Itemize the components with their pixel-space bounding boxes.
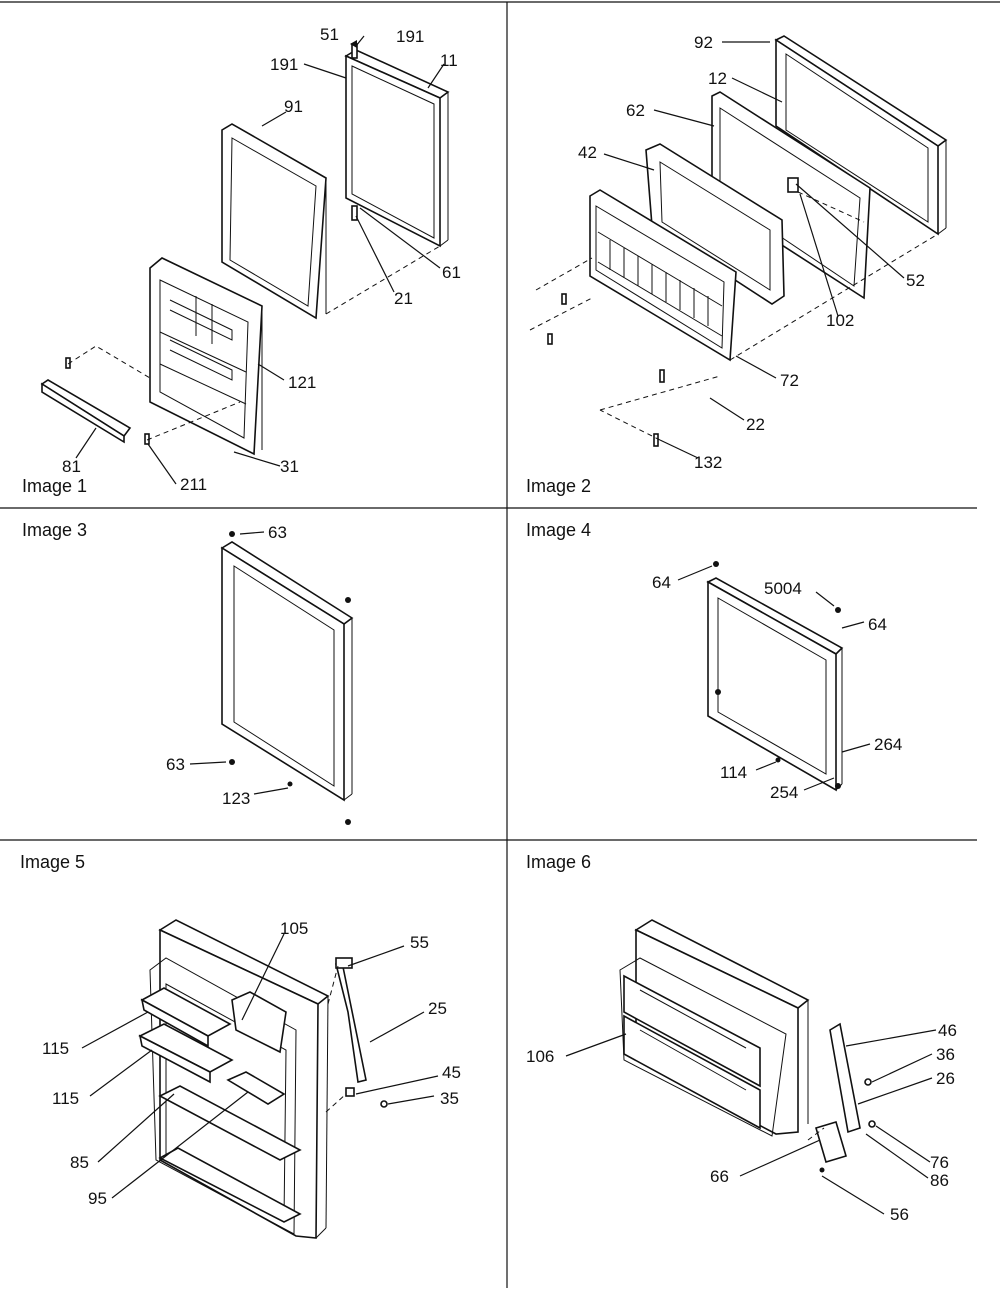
callout-label: 12 xyxy=(708,69,727,88)
callout-label: 22 xyxy=(746,415,765,434)
callout-label: 51 xyxy=(320,25,339,44)
callout-label: 52 xyxy=(906,271,925,290)
callout-label: 36 xyxy=(936,1045,955,1064)
shelf-bar-part xyxy=(40,379,132,444)
callout-label: 46 xyxy=(938,1021,957,1040)
freezer-door-part xyxy=(774,35,948,236)
callout-label: 62 xyxy=(626,101,645,120)
callout-label: 63 xyxy=(166,755,185,774)
callout-label: 105 xyxy=(280,919,308,938)
callout-label: 21 xyxy=(394,289,413,308)
freezer-frame-part xyxy=(706,577,844,792)
callout-label: 85 xyxy=(70,1153,89,1172)
callout-label: 35 xyxy=(440,1089,459,1108)
panel-2 xyxy=(529,35,948,459)
callout-label: 264 xyxy=(874,735,902,754)
callout-label: 115 xyxy=(42,1039,69,1058)
callout-label: 114 xyxy=(720,763,747,782)
panel-6-caption: Image 6 xyxy=(526,852,591,872)
callout-label: 191 xyxy=(270,55,298,74)
callout-label: 25 xyxy=(428,999,447,1018)
callout-label: 31 xyxy=(280,457,299,476)
callout-label: 45 xyxy=(442,1063,461,1082)
door-liner-part xyxy=(149,257,263,456)
callout-label: 211 xyxy=(180,475,207,494)
callout-label: 254 xyxy=(770,783,798,802)
callout-label: 42 xyxy=(578,143,597,162)
panel-4-caption: Image 4 xyxy=(526,520,591,540)
panel-1-caption: Image 1 xyxy=(22,476,87,496)
door-panel-part xyxy=(344,43,450,248)
callout-label: 55 xyxy=(410,933,429,952)
callout-label: 66 xyxy=(710,1167,729,1186)
panel-1 xyxy=(40,35,450,485)
callout-label: 11 xyxy=(440,51,458,70)
panel-3 xyxy=(189,531,354,825)
panel-5 xyxy=(81,919,439,1239)
callout-label: 106 xyxy=(526,1047,554,1066)
callout-label: 56 xyxy=(890,1205,909,1224)
callout-label: 63 xyxy=(268,523,287,542)
callout-label: 191 xyxy=(396,27,424,46)
callout-label: 115 xyxy=(52,1089,79,1108)
callout-label: 64 xyxy=(652,573,671,592)
callout-label: 102 xyxy=(826,311,854,330)
panel-5-caption: Image 5 xyxy=(20,852,85,872)
fresh-food-door-assembly-part xyxy=(138,919,330,1239)
panel-3-caption: Image 3 xyxy=(22,520,87,540)
freezer-drawer-assembly-part xyxy=(619,919,810,1137)
panel-2-caption: Image 2 xyxy=(526,476,591,496)
door-gasket-frame-part xyxy=(220,541,354,802)
callout-label: 132 xyxy=(694,453,722,472)
callout-label: 5004 xyxy=(764,579,802,598)
callout-label: 61 xyxy=(442,263,461,282)
callout-label: 72 xyxy=(780,371,799,390)
callout-label: 81 xyxy=(62,457,81,476)
gasket-part xyxy=(221,123,327,320)
panel-4 xyxy=(677,561,871,792)
callout-label: 92 xyxy=(694,33,713,52)
callout-label: 123 xyxy=(222,789,250,808)
callout-label: 95 xyxy=(88,1189,107,1208)
callout-label: 64 xyxy=(868,615,887,634)
panel-6 xyxy=(565,919,937,1215)
callout-label: 86 xyxy=(930,1171,949,1190)
callout-label: 121 xyxy=(288,373,316,392)
callout-label: 76 xyxy=(930,1153,949,1172)
hinge-cover-part xyxy=(335,957,388,1108)
callout-label: 26 xyxy=(936,1069,955,1088)
hinge-bracket-part xyxy=(815,1022,876,1173)
callout-label: 91 xyxy=(284,97,303,116)
basket-assembly-part xyxy=(589,189,737,362)
